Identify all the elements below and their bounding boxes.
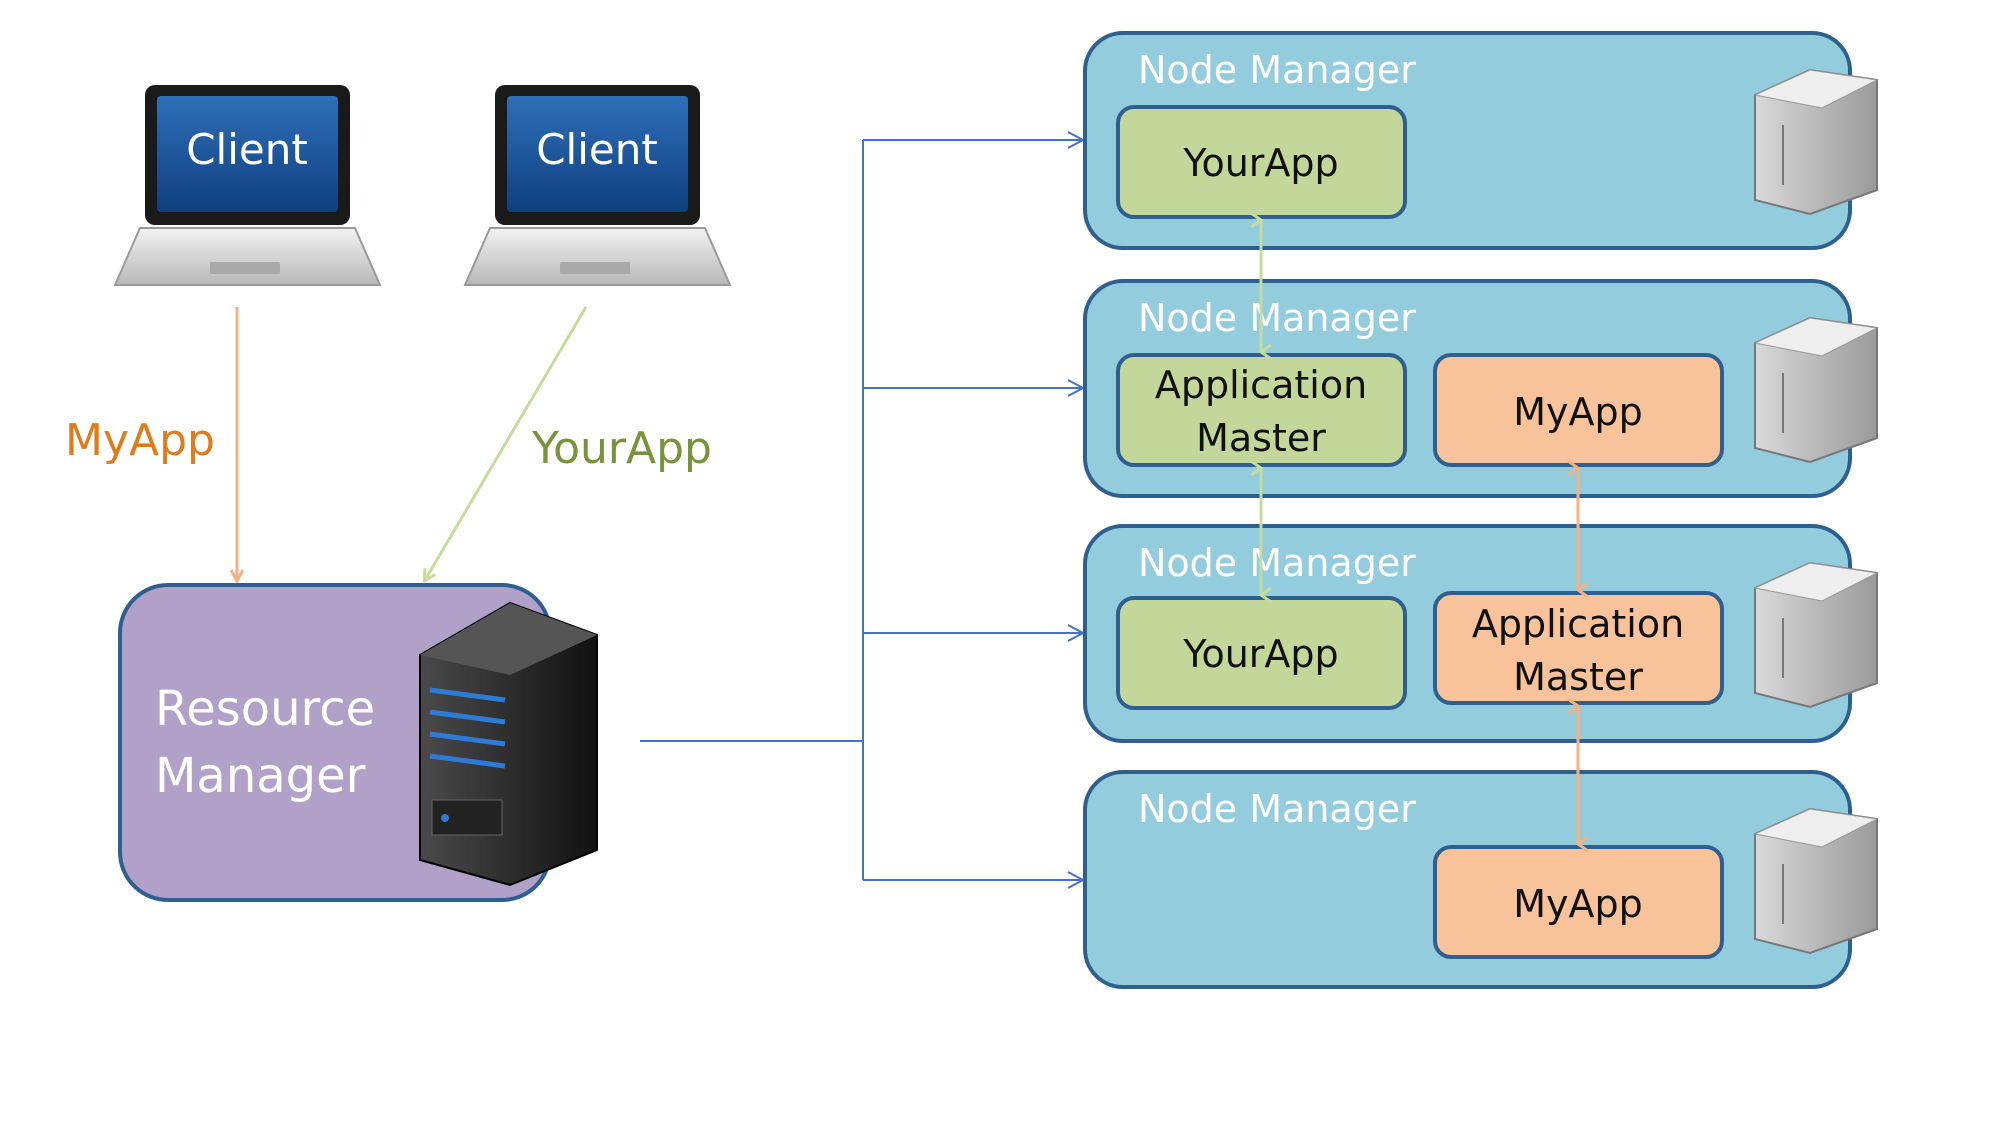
- client-label: Client: [536, 125, 658, 174]
- container-label-line1: Application: [1155, 363, 1367, 407]
- laptop-touchpad: [210, 262, 280, 274]
- laptop-touchpad: [560, 262, 630, 274]
- client-laptop-1: Client: [113, 85, 382, 286]
- server-tower-icon: [1753, 316, 1879, 464]
- container-label-line2: Master: [1196, 416, 1326, 460]
- server-tower-icon: [1753, 561, 1879, 709]
- server-tower-icon: [419, 601, 598, 887]
- node-manager-label: Node Manager: [1138, 541, 1416, 585]
- laptop-screen: [157, 96, 338, 212]
- server-tower-icon: [1753, 807, 1879, 955]
- container-label: MyApp: [1513, 882, 1643, 926]
- rm-node-bus: [640, 140, 1083, 880]
- node-manager-label: Node Manager: [1138, 48, 1416, 92]
- container-label-line1: Application: [1472, 602, 1684, 646]
- yourapp-submit-arrow: [425, 306, 588, 580]
- resource-manager-label-line1: Resource: [155, 681, 375, 737]
- laptop-keyboard: [463, 227, 732, 286]
- laptop-keyboard: [113, 227, 382, 286]
- client-label: Client: [186, 125, 308, 174]
- node-manager-1: Node Manager YourApp: [1083, 31, 1879, 250]
- node-manager-label: Node Manager: [1138, 787, 1416, 831]
- node-manager-2: Node Manager Application Master MyApp: [1083, 279, 1879, 498]
- laptop-screen: [507, 96, 688, 212]
- node-manager-3: Node Manager YourApp Application Master: [1083, 524, 1879, 743]
- resource-manager: Resource Manager: [118, 583, 598, 902]
- myapp-edge-label: MyApp: [65, 415, 215, 466]
- client-laptop-2: Client: [463, 85, 732, 286]
- container-label: YourApp: [1182, 141, 1338, 185]
- container-label: MyApp: [1513, 390, 1643, 434]
- node-manager-label: Node Manager: [1138, 296, 1416, 340]
- container-label: YourApp: [1182, 632, 1338, 676]
- node-manager-4: Node Manager MyApp: [1083, 770, 1879, 989]
- container-label-line2: Master: [1513, 655, 1643, 699]
- resource-manager-label-line2: Manager: [155, 748, 366, 804]
- server-tower-icon: [1753, 68, 1879, 216]
- yourapp-edge-label: YourApp: [531, 423, 712, 474]
